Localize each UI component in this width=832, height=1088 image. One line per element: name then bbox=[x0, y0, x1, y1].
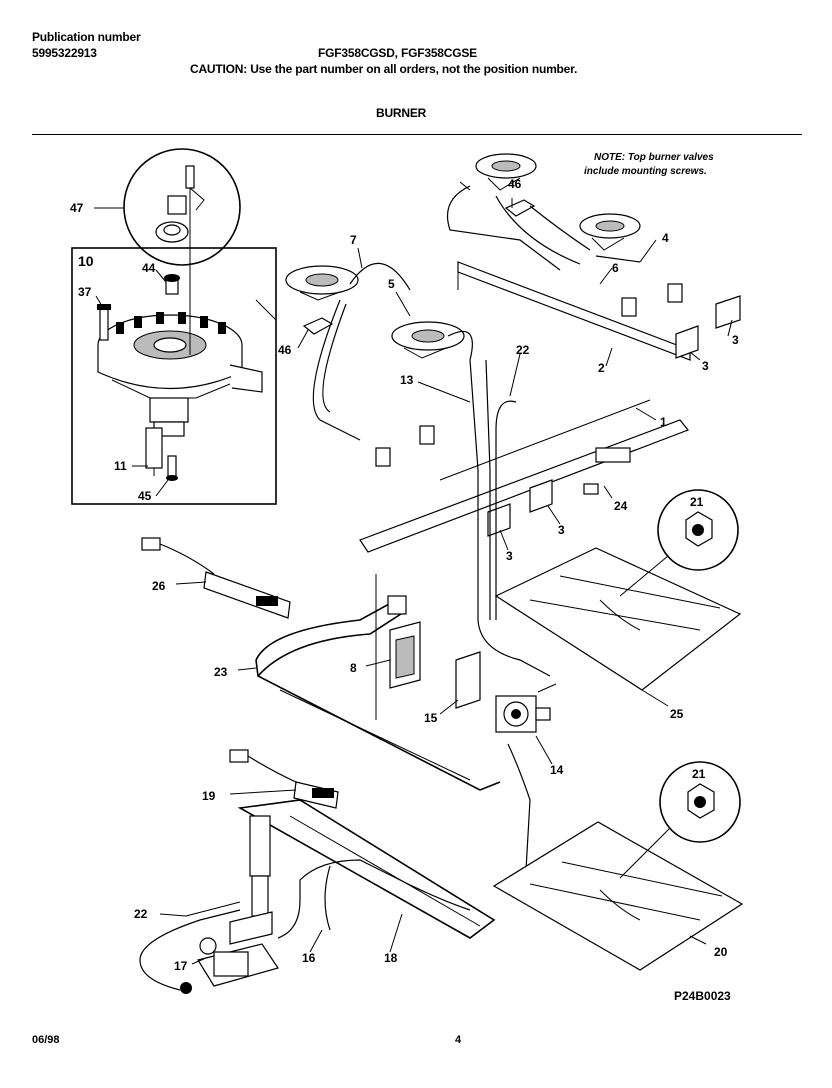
manifold-rail bbox=[359, 261, 741, 553]
callout-13: 13 bbox=[400, 373, 414, 387]
figure-code: P24B0023 bbox=[674, 989, 731, 1003]
publication-number: 5995322913 bbox=[32, 46, 97, 60]
caution-text: CAUTION: Use the part number on all orde… bbox=[190, 62, 578, 76]
callout-45: 45 bbox=[138, 489, 152, 503]
callout-14: 14 bbox=[550, 763, 564, 777]
callout-44: 44 bbox=[142, 261, 156, 275]
note-line-2: include mounting screws. bbox=[584, 166, 707, 177]
callout-23: 23 bbox=[214, 665, 228, 679]
header-rule bbox=[32, 134, 802, 135]
regulator-14 bbox=[495, 683, 557, 871]
section-title: BURNER bbox=[376, 106, 427, 120]
callout-46-right: 46 bbox=[508, 177, 522, 191]
callout-labels: 47 10 44 37 11 45 7 5 46 46 4 6 3 3 3 3 … bbox=[70, 177, 739, 973]
broil-burner-18 bbox=[237, 799, 496, 939]
callout-5: 5 bbox=[388, 277, 395, 291]
page-number: 4 bbox=[455, 1034, 462, 1046]
broil-igniter-19 bbox=[229, 749, 339, 809]
burner-shield-25 bbox=[494, 489, 742, 691]
callout-47: 47 bbox=[70, 201, 84, 215]
burner-shield-20 bbox=[492, 761, 744, 971]
callout-24: 24 bbox=[614, 499, 628, 513]
lower-tubes bbox=[139, 859, 471, 991]
callout-3-lower: 3 bbox=[506, 549, 513, 563]
callout-19: 19 bbox=[202, 789, 216, 803]
detail-circle-47 bbox=[123, 148, 277, 355]
callout-3-mid: 3 bbox=[702, 359, 709, 373]
publication-number-label: Publication number bbox=[32, 30, 141, 44]
callout-7: 7 bbox=[350, 233, 357, 247]
footer-date: 06/98 bbox=[32, 1034, 60, 1046]
callout-37: 37 bbox=[78, 285, 92, 299]
note-line-1: NOTE: Top burner valves bbox=[594, 152, 714, 163]
inset-burner-detail bbox=[71, 247, 277, 505]
callout-15: 15 bbox=[424, 711, 438, 725]
callout-46-left: 46 bbox=[278, 343, 292, 357]
callout-21-upper: 21 bbox=[690, 495, 704, 509]
callout-16: 16 bbox=[302, 951, 316, 965]
callout-6: 6 bbox=[612, 261, 619, 275]
burner-tubing bbox=[312, 185, 641, 441]
callout-1: 1 bbox=[660, 415, 667, 429]
vertical-tubes bbox=[375, 359, 551, 720]
oven-igniter-26 bbox=[141, 537, 291, 619]
callout-17: 17 bbox=[174, 959, 188, 973]
model-numbers: FGF358CGSD, FGF358CGSE bbox=[318, 46, 477, 60]
callout-21-lower: 21 bbox=[692, 767, 706, 781]
callout-3-center: 3 bbox=[558, 523, 565, 537]
callout-3-right: 3 bbox=[732, 333, 739, 347]
callout-26: 26 bbox=[152, 579, 166, 593]
callout-8: 8 bbox=[350, 661, 357, 675]
leader-lines bbox=[94, 181, 733, 965]
top-burner-bases bbox=[285, 153, 641, 359]
callout-22-upper: 22 bbox=[516, 343, 530, 357]
callout-11: 11 bbox=[114, 459, 127, 473]
callout-4: 4 bbox=[662, 231, 669, 245]
brackets-8-15 bbox=[389, 621, 481, 709]
callout-2: 2 bbox=[598, 361, 605, 375]
callout-10: 10 bbox=[78, 253, 94, 269]
callout-22-lower: 22 bbox=[134, 907, 148, 921]
callout-20: 20 bbox=[714, 945, 728, 959]
safety-valve-17 bbox=[180, 911, 279, 994]
callout-18: 18 bbox=[384, 951, 398, 965]
callout-25: 25 bbox=[670, 707, 684, 721]
oven-burner-23 bbox=[255, 595, 501, 791]
